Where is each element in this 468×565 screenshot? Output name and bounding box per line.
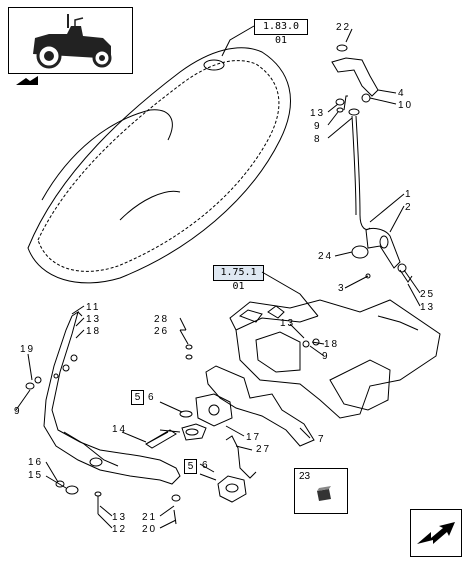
callout-28: 28 [154,314,169,325]
section-tag-5-lower[interactable]: 5 [184,459,197,474]
tractor-thumbnail [8,7,133,74]
callout-22: 22 [336,22,351,33]
callout-14: 14 [112,424,127,435]
mirror-arm-part [331,44,413,283]
callout-9: 9 [322,351,330,362]
callout-19: 19 [20,344,35,355]
platform-bracket-part [229,299,441,419]
callout-11: 11 [86,302,100,313]
callout-18: 18 [324,339,339,350]
callout-9: 9 [14,406,22,417]
callout-13: 13 [280,318,295,329]
kit-label: 23 [299,471,311,482]
callout-13: 13 [86,314,101,325]
back-arrow-icon[interactable] [12,73,42,89]
callout-6: 6 [148,392,156,403]
next-page-button[interactable] [410,509,462,557]
callout-9: 9 [314,121,322,132]
callout-4: 4 [398,88,406,99]
callout-3: 3 [338,283,346,294]
callout-17: 17 [246,432,261,443]
callout-8: 8 [314,134,322,145]
kit-box: 23 [294,468,348,514]
callout-10: 10 [398,100,413,111]
fender-part [27,47,291,284]
callout-7: 7 [318,434,326,445]
drawbar-plate-part [145,365,315,503]
kit-part-icon [317,486,331,501]
callout-2: 2 [405,202,413,213]
callout-16: 16 [28,457,43,468]
callout-13: 13 [112,512,127,523]
section-tag-5-upper[interactable]: 5 [131,390,144,405]
callout-6: 6 [202,460,210,471]
callout-27: 27 [256,444,271,455]
drawbar-hook-part [43,310,181,485]
callout-13: 13 [310,108,325,119]
callout-1: 1 [405,189,413,200]
callout-15: 15 [28,470,43,481]
callout-13: 13 [420,302,435,313]
callout-20: 20 [142,524,157,535]
callout-12: 12 [112,524,127,535]
cab-reference-link[interactable]: 1.83.0 01 [254,19,308,46]
callout-24: 24 [318,251,333,262]
callout-26: 26 [154,326,169,337]
callout-18: 18 [86,326,101,337]
callout-21: 21 [142,512,157,523]
tractor-icon [33,14,112,69]
next-page-arrow-icon [417,522,455,544]
callout-labels: 22 4 10 13 9 8 1 2 24 3 25 13 28 26 13 9… [14,22,435,535]
callout-25: 25 [420,289,435,300]
